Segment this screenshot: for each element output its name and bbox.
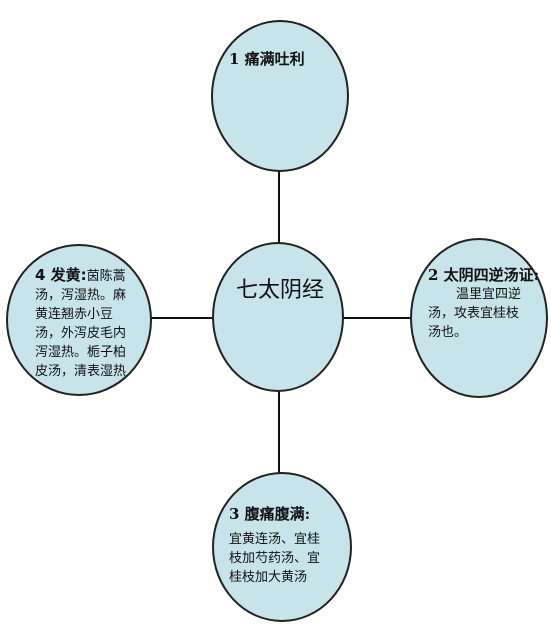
node-bottom-title: 3 腹痛腹满:: [229, 505, 311, 523]
node-top-title: 1 痛满吐利: [229, 50, 305, 68]
node-right-text: 2 太阴四逆汤证: 温里宜四逆 汤，攻表宜桂枝 汤也。: [428, 266, 540, 342]
node-bottom-line2: 枝加芍药汤、宜: [229, 551, 321, 566]
node-left-title: 4 发黄:: [35, 266, 87, 284]
node-left: [6, 244, 152, 396]
node-bottom-text: 3 腹痛腹满: 宜黄连汤、宜桂 枝加芍药汤、宜 桂枝加大黄汤: [229, 503, 347, 587]
node-right-line3: 汤也。: [428, 325, 468, 340]
node-left-line1: 茵陈蒿: [86, 269, 126, 284]
node-bottom-line3: 桂枝加大黄汤: [229, 570, 308, 585]
node-right-line1: 温里宜四逆: [456, 287, 522, 302]
node-right-title: 2 太阴四逆汤证:: [428, 266, 540, 284]
node-bottom: [212, 472, 352, 622]
node-top: [211, 20, 349, 172]
node-left-text: 4 发黄:茵陈蒿 汤，泻湿热。麻 黄连翘赤小豆 汤，外泻皮毛内 泻湿热。栀子柏 …: [35, 266, 145, 381]
node-left-line3: 黄连翘赤小豆: [35, 307, 114, 322]
node-center: [212, 242, 344, 392]
node-left-line2: 汤，泻湿热。麻: [35, 288, 127, 303]
node-bottom-line1: 宜黄连汤、宜桂: [229, 532, 321, 547]
node-left-line5: 泻湿热。栀子柏: [35, 345, 127, 360]
node-left-line4: 汤，外泻皮毛内: [35, 326, 127, 341]
node-right-line2: 汤，攻表宜桂枝: [428, 306, 520, 321]
node-right: [410, 238, 548, 398]
node-left-line6: 皮汤，清表湿热: [35, 364, 127, 379]
center-label: 七太阴经: [236, 278, 325, 303]
